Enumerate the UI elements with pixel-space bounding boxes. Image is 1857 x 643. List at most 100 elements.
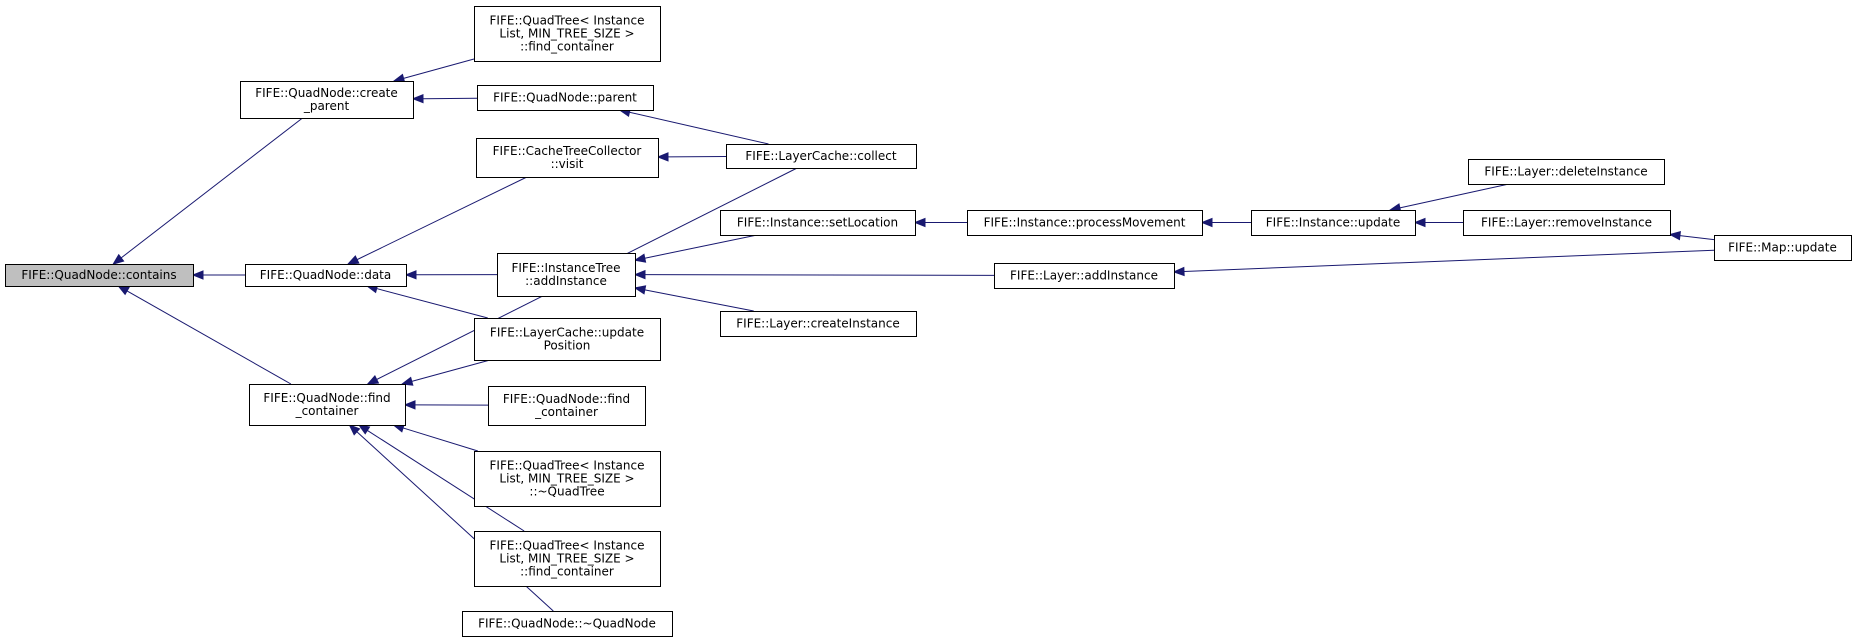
graph-node-layer-removeInstance[interactable]: FIFE::Layer::removeInstance — [1463, 210, 1671, 236]
graph-node-lc-collect[interactable]: FIFE::LayerCache::collect — [726, 144, 917, 169]
edge-arrowhead — [1413, 217, 1426, 228]
node-box — [488, 386, 646, 426]
edge-line — [644, 274, 995, 276]
node-label: List, MIN_TREE_SIZE > — [499, 552, 634, 566]
graph-node-layer-addInstance[interactable]: FIFE::Layer::addInstance — [994, 263, 1175, 289]
graph-node-qn-dtor[interactable]: FIFE::QuadNode::~QuadNode — [462, 611, 673, 637]
edge-arrowhead — [633, 285, 647, 295]
edge-arrowhead — [404, 270, 417, 280]
node-box — [474, 531, 661, 587]
node-label: _container — [295, 404, 359, 418]
edge-arrowhead — [411, 93, 424, 104]
node-box — [967, 210, 1203, 236]
node-box — [476, 138, 659, 178]
edge-arrowhead — [357, 424, 371, 435]
graph-node-layer-deleteInstance[interactable]: FIFE::Layer::deleteInstance — [1468, 159, 1665, 185]
call-edge — [392, 58, 475, 83]
node-box — [462, 611, 673, 637]
call-edge — [1413, 217, 1463, 228]
graph-node-qn-parent[interactable]: FIFE::QuadNode::parent — [477, 85, 654, 111]
node-label: ::~QuadTree — [529, 485, 604, 499]
edge-arrowhead — [191, 270, 204, 280]
edge-line — [629, 111, 769, 145]
edge-line — [120, 117, 303, 259]
call-edge — [357, 424, 525, 532]
call-edge — [411, 93, 478, 104]
call-edge — [400, 359, 491, 386]
call-edge — [1172, 249, 1715, 277]
node-label: FIFE::InstanceTree — [511, 261, 620, 275]
call-edge — [403, 400, 489, 410]
node-box — [474, 6, 661, 62]
edge-line — [1183, 249, 1715, 272]
call-edge — [1668, 230, 1715, 241]
edge-line — [1399, 183, 1509, 209]
node-box — [474, 318, 661, 361]
graph-node-it-addInstance[interactable]: FIFE::InstanceTree::addInstance — [497, 253, 636, 297]
node-label: FIFE::Instance::setLocation — [737, 216, 898, 230]
node-label: ::find_container — [520, 565, 614, 579]
node-label: List, MIN_TREE_SIZE > — [499, 472, 634, 486]
node-box — [497, 253, 636, 297]
node-box — [1251, 210, 1416, 236]
graph-node-qn-find-container-2[interactable]: FIFE::QuadNode::find_container — [488, 386, 646, 426]
edge-arrowhead — [913, 217, 926, 228]
node-box — [720, 311, 917, 337]
graph-node-qn-find-container[interactable]: FIFE::QuadNode::find_container — [249, 384, 406, 426]
node-box — [726, 144, 917, 169]
node-label: FIFE::Layer::deleteInstance — [1484, 165, 1647, 179]
graph-node-inst-update[interactable]: FIFE::Instance::update — [1251, 210, 1416, 236]
call-edge — [117, 285, 292, 385]
node-box — [994, 263, 1175, 289]
node-box — [1714, 235, 1852, 261]
edge-arrowhead — [1200, 217, 1213, 228]
call-edge — [112, 117, 303, 265]
node-label: ::visit — [551, 157, 584, 171]
node-label: _container — [534, 405, 598, 419]
edge-arrowhead — [656, 152, 669, 162]
node-box — [240, 81, 414, 119]
node-label: _parent — [303, 99, 350, 113]
node-label: FIFE::QuadTree< Instance — [490, 459, 645, 473]
graph-node-layer-createInstance[interactable]: FIFE::Layer::createInstance — [720, 311, 917, 337]
graph-node-ctc-visit[interactable]: FIFE::CacheTreeCollector::visit — [476, 138, 659, 178]
edge-line — [644, 234, 758, 259]
graph-node-inst-processMovement[interactable]: FIFE::Instance::processMovement — [967, 210, 1203, 236]
call-edge — [913, 217, 967, 228]
node-box — [1463, 210, 1671, 236]
edge-arrowhead — [366, 375, 380, 385]
nodes-layer: FIFE::QuadNode::containsFIFE::QuadNode::… — [5, 6, 1852, 637]
edge-arrowhead — [348, 424, 361, 436]
node-label: FIFE::QuadTree< Instance — [490, 539, 645, 553]
node-label: FIFE::Instance::update — [1266, 216, 1400, 230]
graph-node-contains[interactable]: FIFE::QuadNode::contains — [5, 264, 194, 287]
call-edge — [633, 285, 754, 312]
call-edge — [656, 152, 727, 162]
edge-arrowhead — [117, 285, 130, 296]
call-edge — [346, 176, 528, 265]
graph-node-map-update[interactable]: FIFE::Map::update — [1714, 235, 1852, 261]
node-label: FIFE::Map::update — [1728, 241, 1837, 255]
graph-node-create-parent[interactable]: FIFE::QuadNode::create_parent — [240, 81, 414, 119]
node-label: FIFE::QuadNode::~QuadNode — [478, 617, 656, 631]
edge-line — [403, 58, 475, 79]
edge-arrowhead — [633, 269, 646, 280]
graph-node-qn-data[interactable]: FIFE::QuadNode::data — [245, 264, 407, 287]
node-label: FIFE::QuadNode::parent — [493, 91, 637, 105]
edge-arrowhead — [346, 255, 360, 265]
node-label: FIFE::QuadNode::contains — [21, 268, 176, 282]
node-label: FIFE::QuadNode::find — [263, 391, 390, 405]
node-box — [477, 85, 654, 111]
call-edge — [365, 284, 488, 319]
call-edge — [633, 234, 758, 263]
graph-node-inst-setLocation[interactable]: FIFE::Instance::setLocation — [720, 210, 916, 236]
edge-arrowhead — [112, 253, 125, 265]
edge-line — [126, 290, 292, 385]
node-label: List, MIN_TREE_SIZE > — [499, 27, 634, 41]
node-box — [474, 451, 661, 507]
